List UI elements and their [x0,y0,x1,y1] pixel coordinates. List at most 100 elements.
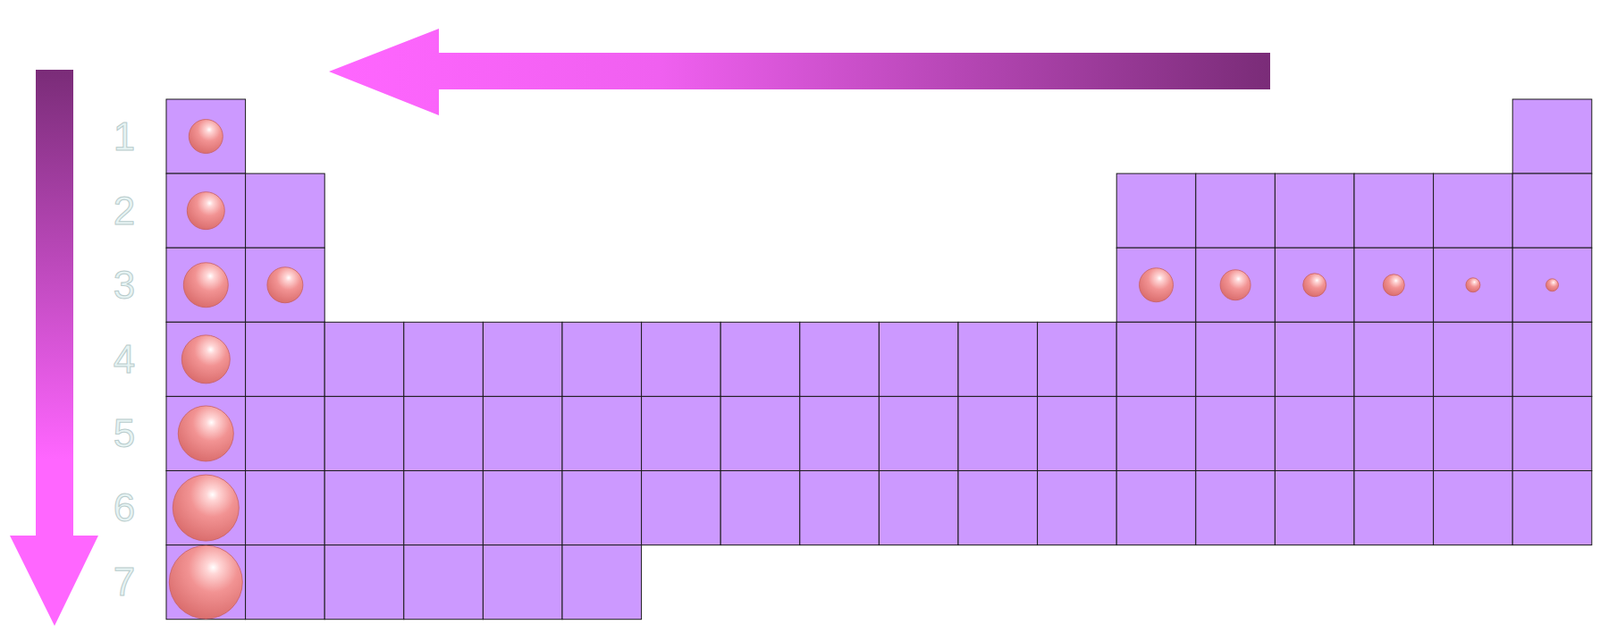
element-cell [1433,173,1514,248]
period-number: 1 [113,117,135,157]
element-cell [1116,471,1196,546]
element-cell [1354,321,1434,396]
element-cell [958,471,1038,546]
element-cell [1195,173,1276,248]
element-cell [482,321,563,396]
element-cell [720,395,800,471]
period-number: 7 [113,562,135,602]
atom-sphere [267,267,304,304]
atom-sphere [188,119,223,154]
atom-sphere [1382,274,1405,296]
trend-arrow [9,69,99,626]
element-cell [1116,247,1196,322]
element-cell [166,545,246,620]
element-cell [878,321,959,396]
element-cell [1274,173,1355,248]
element-cell [482,471,563,546]
element-cell [958,395,1038,471]
element-cell [1195,247,1276,322]
period-number: 4 [113,339,135,379]
element-cell [1195,395,1276,471]
element-cell [562,395,642,471]
element-cell [562,545,642,620]
element-cell [562,471,642,546]
atom-sphere [1465,277,1481,293]
element-cell [720,471,800,546]
element-cell [1116,321,1196,396]
element-cell [166,471,246,546]
period-number: 5 [113,413,135,454]
element-cell [1116,395,1196,471]
element-cell [1354,247,1434,322]
element-cell [1274,247,1355,322]
element-cell [324,395,405,471]
element-cell [1354,471,1434,546]
element-cell [641,471,722,546]
atom-sphere [1139,268,1174,303]
element-cell [800,471,880,546]
atom-sphere [168,545,243,619]
element-cell [641,321,722,396]
element-cell [641,395,722,471]
element-cell [245,247,326,322]
element-cell [166,395,246,471]
element-cell [1116,173,1196,248]
atom-sphere [1546,278,1559,292]
element-cell [324,545,405,620]
element-cell [1433,395,1514,471]
element-cell [1433,321,1514,396]
element-cell [562,321,642,396]
element-cell [800,321,880,396]
element-cell [482,545,563,620]
element-cell [1433,471,1514,546]
period-number: 6 [113,488,135,528]
element-cell [166,173,246,248]
atom-sphere [186,192,225,230]
atom-sphere [172,474,239,541]
element-cell [800,395,880,471]
element-cell [324,471,405,546]
element-cell [1512,471,1592,546]
element-cell [1037,471,1118,546]
element-cell [1512,173,1592,248]
element-cell [166,321,246,396]
element-cell [166,247,246,322]
element-cell [1274,321,1355,396]
element-cell [324,321,405,396]
element-cell [1433,247,1514,322]
period-number: 2 [113,191,135,231]
element-cell [245,471,326,546]
element-cell [958,321,1038,396]
element-cell [1195,321,1276,396]
element-cell [404,471,484,546]
element-cell [1354,395,1434,471]
element-cell [1512,395,1592,471]
element-cell [482,395,563,471]
element-cell [720,321,800,396]
element-cell [1195,471,1276,546]
element-cell [1037,321,1118,396]
trend-arrow [328,28,1271,116]
element-cell [878,395,959,471]
element-cell [1274,471,1355,546]
atom-sphere [1220,269,1251,301]
period-number: 3 [113,265,135,305]
atom-sphere [177,405,234,462]
element-cell [245,173,326,248]
element-cell [245,545,326,620]
element-cell [1512,99,1592,174]
atom-sphere [1303,273,1327,297]
element-cell [1354,173,1434,248]
element-cell [245,395,326,471]
element-cell [878,471,959,546]
element-cell [404,545,484,620]
element-cell [1512,321,1592,396]
element-cell [1037,395,1118,471]
element-cell [1274,395,1355,471]
element-cell [166,99,246,174]
atom-sphere [183,262,228,308]
element-cell [404,395,484,471]
element-cell [404,321,484,396]
